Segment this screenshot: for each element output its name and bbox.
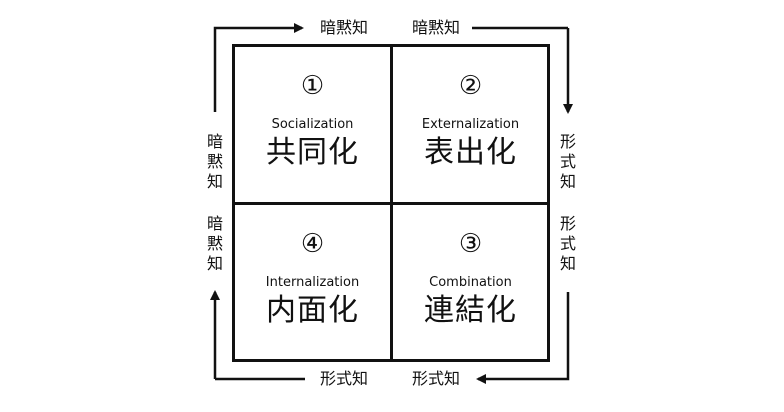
quadrant-externalization: ② Externalization 表出化 (393, 47, 548, 202)
label-top-right: 暗黙知 (412, 18, 461, 37)
quadrant-number: ② (458, 71, 483, 101)
label-left-top: 暗黙知 (206, 132, 223, 191)
quadrant-japanese-label: 内面化 (266, 293, 359, 328)
label-top-left: 暗黙知 (320, 18, 369, 37)
label-bottom-left: 形式知 (320, 369, 369, 388)
label-bottom-right: 形式知 (412, 369, 461, 388)
quadrant-english-label: Socialization (271, 117, 354, 132)
quadrant-japanese-label: 表出化 (424, 135, 517, 170)
quadrant-socialization: ① Socialization 共同化 (235, 47, 390, 202)
quadrant-number: ③ (458, 229, 483, 259)
quadrant-internalization: ④ Internalization 内面化 (235, 205, 390, 360)
quadrant-combination: ③ Combination 連結化 (393, 205, 548, 360)
quadrant-japanese-label: 共同化 (266, 135, 359, 170)
arrow-bottom-right (476, 292, 570, 384)
quadrant-number: ④ (300, 229, 325, 259)
quadrant-english-label: Internalization (265, 275, 360, 290)
quadrant-japanese-label: 連結化 (424, 293, 517, 328)
label-left-bottom: 暗黙知 (206, 214, 223, 273)
quadrant-english-label: Externalization (421, 117, 520, 132)
label-right-bottom: 形式知 (559, 214, 576, 273)
arrow-top-left (213, 23, 304, 112)
quadrant-grid: ① Socialization 共同化 ② Externalization 表出… (232, 44, 550, 362)
grid-divider-horizontal (235, 202, 547, 205)
quadrant-english-label: Combination (429, 275, 512, 290)
quadrant-number: ① (300, 71, 325, 101)
label-right-top: 形式知 (559, 132, 576, 191)
